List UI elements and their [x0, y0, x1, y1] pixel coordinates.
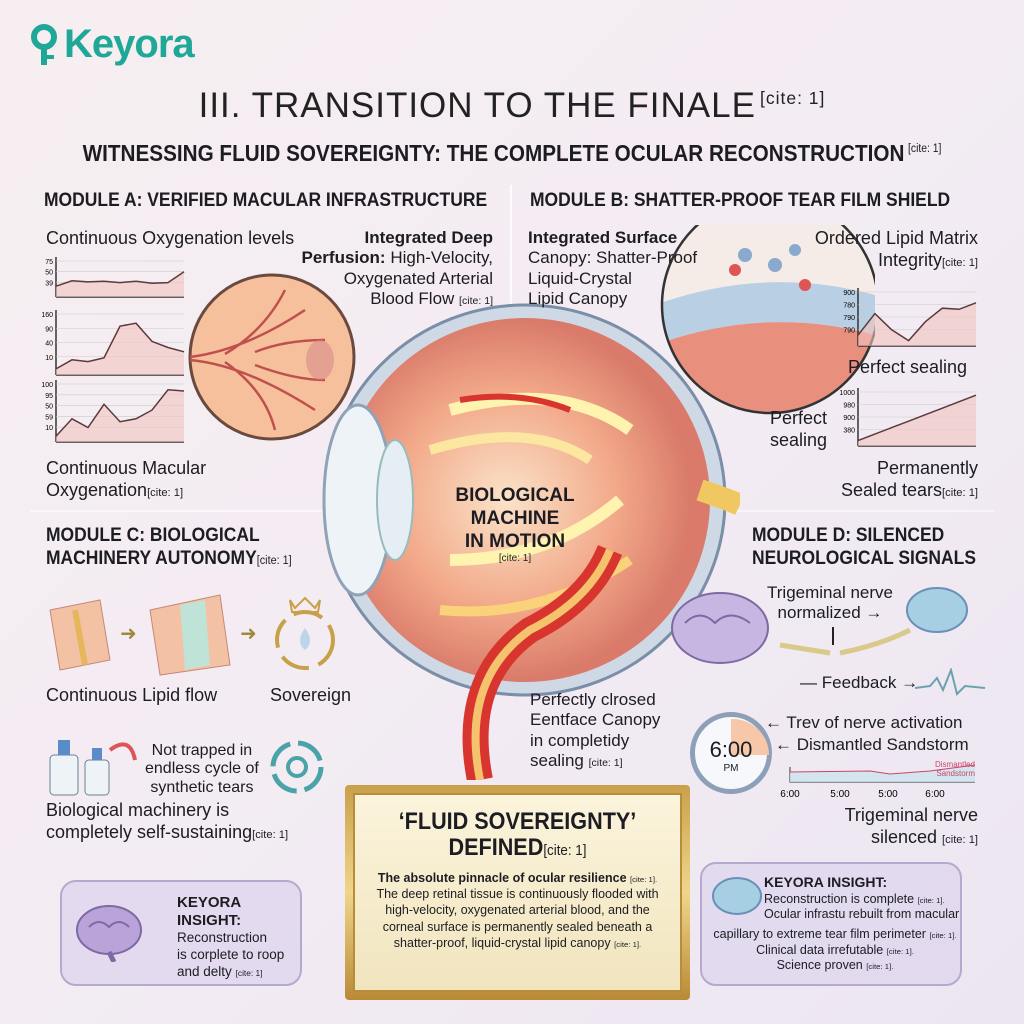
brain-icon — [671, 592, 769, 664]
tick-label: 980 — [843, 403, 855, 410]
arrow-icon: ➜ — [240, 623, 257, 645]
crown-icon — [289, 596, 321, 613]
timeline-legend: Sandstorm — [936, 769, 975, 778]
area — [56, 271, 184, 297]
tick-label: 39 — [45, 280, 53, 287]
keyora-logo: Keyora — [28, 22, 195, 67]
brain-icon — [906, 587, 968, 633]
feedback-arrows — [779, 627, 912, 656]
page-title: III. TRANSITION TO THE FINALE[cite: 1] — [198, 86, 826, 125]
retina-magnifier — [188, 273, 356, 441]
page-subtitle: WITNESSING FLUID SOVEREIGNTY: THE COMPLE… — [82, 140, 942, 166]
timeline-tick: 6:00 — [780, 789, 800, 800]
definition-title: ‘FLUID SOVEREIGNTY’DEFINED[cite: 1] — [398, 808, 637, 862]
tick-label: 59 — [45, 414, 53, 421]
brain-icon — [76, 905, 142, 962]
tick-label: 160 — [41, 312, 53, 319]
brain-icon — [712, 877, 762, 915]
tick-label: 780 — [843, 303, 855, 310]
sovereign-label: Sovereign — [270, 685, 352, 705]
series-line — [55, 322, 185, 370]
timeline-tick: 5:00 — [878, 789, 898, 800]
timeline-legend: Dismantled — [935, 760, 975, 769]
timeline-tick: 6:00 — [925, 789, 945, 800]
nerve-activation-label: ← Trev of nerve activation — [765, 713, 963, 732]
tick-label: 380 — [843, 428, 855, 435]
timeline-tick: 5:00 — [830, 789, 850, 800]
module-a-heading: MODULE A: VERIFIED MACULAR INFRASTRUCTUR… — [44, 190, 488, 211]
tick-label: 95 — [45, 393, 53, 400]
nerve-timeline-chart: Dismantled Sandstorm 6:00 5:00 5:00 6:00 — [780, 760, 975, 800]
lipid-flow-label: Continuous Lipid flow — [46, 685, 218, 705]
tick-label: 50 — [45, 270, 53, 277]
feedback-label: — Feedback → — [800, 673, 919, 692]
area — [858, 395, 976, 446]
tick-label: 900 — [843, 290, 855, 297]
key-icon — [28, 23, 62, 67]
perfect-sealing-label: Perfect sealing — [848, 357, 968, 377]
deep-perfusion-callout: Integrated Deep Perfusion: High-Velocity… — [301, 228, 493, 309]
insight-title: KEYORA INSIGHT: — [764, 874, 888, 890]
area — [56, 323, 184, 375]
lipid-charts: 900 780 790 790 1000 980 900 380 — [839, 288, 977, 447]
tick-label: 10 — [45, 355, 53, 362]
area — [858, 302, 976, 346]
series-line — [55, 389, 185, 437]
tick-label: 75 — [45, 259, 53, 266]
insight-title: KEYORA INSIGHT: — [177, 894, 242, 929]
lipid-flow-diagram: ➜ ➜ — [49, 594, 335, 676]
eye-illustration — [322, 303, 740, 780]
tick-label: 100 — [41, 382, 53, 389]
module-b-heading: MODULE B: SHATTER-PROOF TEAR FILM SHIELD — [530, 190, 951, 211]
tick-label: 790 — [843, 315, 855, 322]
tick-label: 900 — [843, 415, 855, 422]
oxygenation-levels-label: Continuous Oxygenation levels — [46, 228, 295, 248]
series-line — [857, 394, 977, 442]
oxygenation-charts: 75 50 39 160 90 40 10 100 95 50 59 10 — [41, 257, 185, 443]
recycle-gear-icon — [270, 740, 324, 794]
waveform-icon — [915, 668, 985, 696]
drop-icon — [300, 628, 310, 650]
lipid-matrix-magnifier — [660, 225, 875, 415]
arrow-icon: ➜ — [120, 623, 137, 645]
area — [56, 389, 184, 442]
dismantled-sandstorm-label: ← Dismantled Sandstorm — [775, 735, 969, 754]
tick-label: 90 — [45, 326, 53, 333]
series-line — [857, 302, 977, 342]
tick-label: 790 — [843, 328, 855, 335]
tick-label: 50 — [45, 404, 53, 411]
surface-canopy-callout: Integrated Surface Canopy: Shatter-Proof… — [528, 228, 698, 309]
keyora-insight-right: KEYORA INSIGHT: Reconstruction is comple… — [700, 862, 962, 986]
eye-drop-bottles-icon — [49, 740, 137, 796]
artery — [459, 393, 572, 413]
fluid-sovereignty-definition: ‘FLUID SOVEREIGNTY’DEFINED[cite: 1] The … — [345, 785, 690, 1000]
tick-label: 10 — [45, 425, 53, 432]
logo-text: Keyora — [64, 22, 195, 66]
flow-arrow — [448, 392, 634, 435]
series-line — [55, 271, 185, 287]
tick-label: 40 — [45, 341, 53, 348]
tick-label: 1000 — [839, 390, 855, 397]
